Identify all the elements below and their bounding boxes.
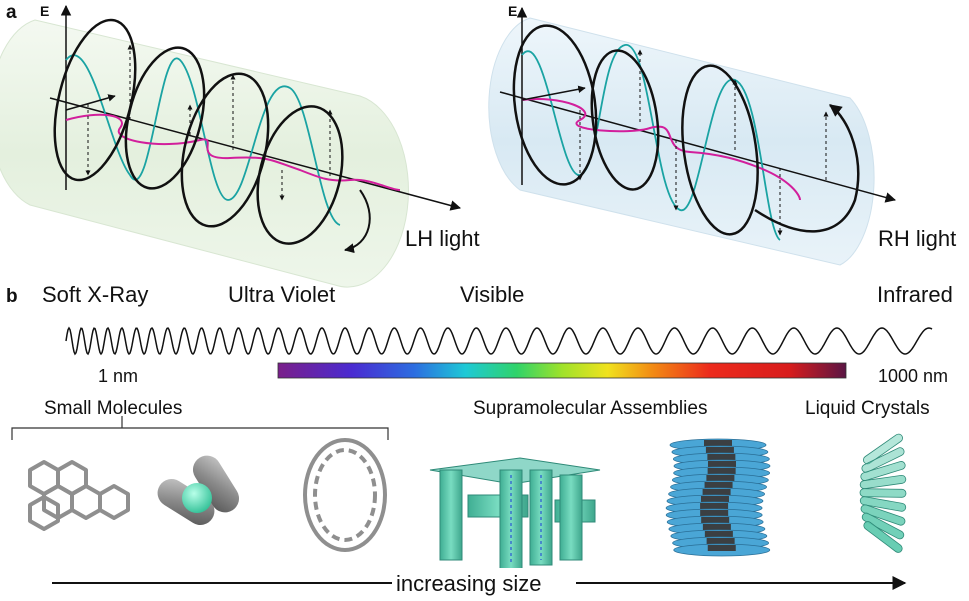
discotic-core (707, 468, 736, 474)
size-arrow-label: increasing size (396, 571, 542, 596)
lc-rod (859, 474, 907, 490)
discotic-core (705, 447, 734, 453)
lh-helix-loop-2 (124, 46, 206, 190)
lh-helix-loop-4 (256, 105, 344, 245)
lc-rod (860, 461, 906, 481)
pill-ball-molecule (157, 455, 240, 526)
min-wavelength-label: 1 nm (98, 366, 138, 386)
rh-helix-loop-3 (681, 64, 759, 236)
discotic-core (704, 531, 733, 537)
lh-linear-wave (65, 54, 341, 226)
max-wavelength-label: 1000 nm (878, 366, 948, 386)
lh-light-label: LH light (405, 226, 480, 251)
rh-propagation-axis (499, 91, 897, 203)
lh-light-diagram: E LH light (0, 3, 480, 288)
discotic-core (702, 489, 731, 495)
lh-rotation-arrow (344, 189, 371, 254)
em-wave (65, 326, 933, 356)
lc-rod (863, 521, 903, 553)
rh-helix-tail (754, 104, 860, 233)
lh-projection-wave (65, 113, 401, 191)
rh-projection-wave (521, 98, 801, 201)
lc-rod (860, 504, 906, 526)
discotic-core (702, 524, 731, 530)
small-molecules-bracket (11, 416, 389, 440)
visible-spectrum-bar (277, 362, 847, 379)
discotic-core (704, 482, 733, 488)
discotic-core (700, 510, 729, 516)
panel-b-label: b (6, 286, 18, 307)
lh-e-axis-label: E (40, 3, 49, 19)
rh-light-diagram: E RH light (488, 3, 956, 266)
supramolecular-label: Supramolecular Assemblies (473, 398, 707, 419)
rh-helix-loop-2 (590, 49, 660, 191)
discotic-core (706, 475, 735, 481)
discotic-core (707, 454, 736, 460)
rh-linear-wave (521, 44, 781, 241)
lc-rod (859, 488, 907, 498)
nanohoop-molecule (303, 438, 387, 552)
lh-propagation-axis (49, 97, 462, 211)
rh-e-axis-label: E (508, 3, 517, 19)
rh-helix-loop-1 (512, 24, 598, 186)
lc-rod (863, 433, 903, 465)
twisted-lc-rods (859, 433, 907, 553)
region-infrared: Infrared (877, 282, 953, 307)
panel-a-label: a (6, 2, 17, 23)
small-molecules-label: Small Molecules (44, 398, 182, 419)
rh-light-label: RH light (878, 226, 956, 251)
discotic-core (700, 503, 729, 509)
lh-cylinder (0, 19, 409, 288)
discotic-core (706, 538, 735, 544)
lc-rod (861, 512, 905, 540)
discotic-core (707, 545, 736, 551)
lc-rod (861, 447, 905, 473)
region-visible: Visible (460, 282, 524, 307)
region-ultra-violet: Ultra Violet (228, 282, 335, 307)
discotic-core (707, 461, 736, 467)
discotic-column (665, 438, 771, 557)
lc-rod (859, 496, 907, 512)
block-assembly (429, 457, 601, 571)
region-soft-xray: Soft X-Ray (42, 282, 148, 307)
discotic-core (704, 440, 732, 446)
helicene-molecule (28, 460, 130, 531)
liquid-crystals-label: Liquid Crystals (805, 398, 930, 419)
discotic-core (701, 517, 730, 523)
discotic-core (700, 496, 729, 502)
